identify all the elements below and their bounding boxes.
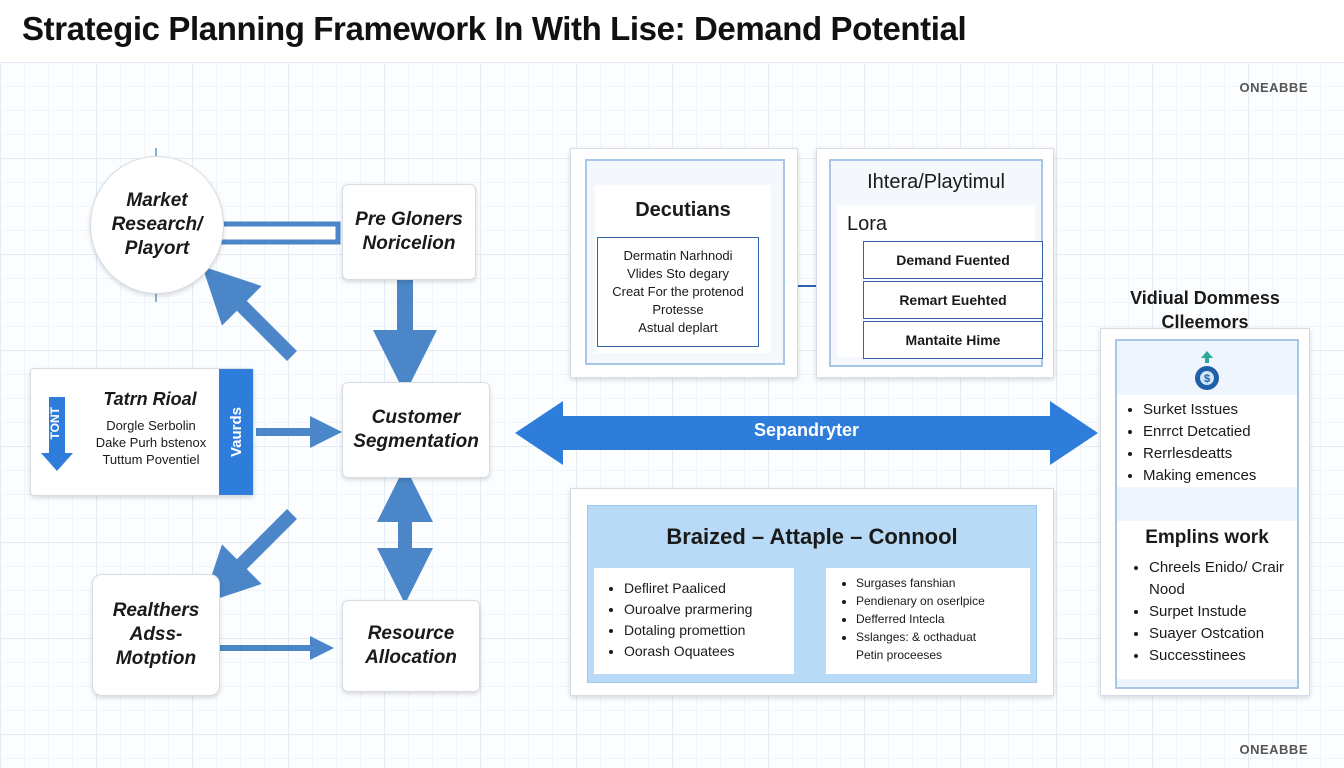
resource-allocation-node[interactable]: Resource Allocation [342,600,480,692]
right-bottom-item: Suayer Ostcation [1149,623,1297,645]
right-subheading: Emplins work [1145,527,1269,548]
decutians-panel[interactable]: Decutians Dermatin Narhnodi Vlides Sto d… [570,148,798,378]
page-title: Strategic Planning Framework In With Lis… [22,10,967,47]
right-heading: Vidiual Dommess Clleemors [1130,288,1280,332]
right-top-item: Surket Isstues [1143,399,1297,421]
right-panel[interactable]: $ Surket Isstues Enrrct Detcatied Rerrle… [1100,328,1310,696]
braized-left-item: Dotaling promettion [624,620,794,641]
arrow-to-research [202,266,297,361]
braized-left-item: Ouroalve prarmering [624,599,794,620]
svg-text:$: $ [1204,373,1210,385]
right-bottom-item: Surpet Instude [1149,601,1297,623]
braized-right-item: Sslanges: & octhaduat [856,628,1030,646]
ihtera-panel[interactable]: Ihtera/Playtimul Lora Demand Fuented Rem… [816,148,1054,378]
decutians-heading: Decutians [635,199,731,221]
pre-gloners-label: Pre Gloners Noricelion [355,209,463,254]
decutians-line: Protesse [652,302,704,317]
tatn-card[interactable]: TONT Tatrn Rioal Dorgle Serbolin Dake Pu… [30,368,254,496]
ihtera-row-3[interactable]: Mantaite Hime [863,321,1043,359]
customer-segmentation-node[interactable]: Customer Segmentation [342,382,490,478]
braized-right-item: Defferred Intecla [856,610,1030,628]
money-bag-icon: $ [1191,351,1223,391]
decutians-body: Dermatin Narhnodi Vlides Sto degary Crea… [597,237,759,347]
arrow-to-realthers [202,509,297,604]
right-top-item: Making emences [1143,465,1297,487]
tatn-line: Tuttum Poventiel [102,452,200,467]
braized-right-item: Surgases fanshian [856,574,1030,592]
right-top-list: Surket Isstues Enrrct Detcatied Rerrlesd… [1117,395,1297,487]
braized-right-list: Surgases fanshian Pendienary on oserlpic… [826,568,1030,674]
decutians-line: Creat For the protenod [612,284,744,299]
tatn-title: Tatrn Rioal [103,389,197,409]
right-top-item: Enrrct Detcatied [1143,421,1297,443]
tatn-line: Dorgle Serbolin [106,418,196,433]
ihtera-row-2[interactable]: Remart Euehted [863,281,1043,319]
right-bottom-item: Chreels Enido/ Crair Nood [1149,557,1297,601]
tatn-side-bar: Vaurds [219,369,253,495]
right-bottom-list: Chreels Enido/ Crair Nood Surpet Instude… [1117,557,1297,667]
ihtera-subheading: Lora [847,213,888,235]
right-top-item: Rerrlesdeatts [1143,443,1297,465]
tatn-side-label: Vaurds [227,406,245,458]
market-research-node[interactable]: Market Research/ Playort [90,156,224,294]
pre-gloners-node[interactable]: Pre Gloners Noricelion [342,184,476,280]
customer-segmentation-label: Customer Segmentation [353,407,479,452]
braized-left-item: Defliret Paaliced [624,578,794,599]
braized-heading: Braized – Attaple – Connool [666,524,958,549]
tatn-vertical-label: TONT [48,406,62,440]
braized-right-item: Pendienary on oserlpice [856,592,1030,610]
separator-label: Sepandryter [753,420,860,440]
braized-left-list: Defliret Paaliced Ouroalve prarmering Do… [594,568,794,674]
braized-left-item: Oorash Oquatees [624,641,794,662]
realthers-label: Realthers Adss- Motption [112,600,200,669]
tatn-lines: Dorgle Serbolin Dake Purh bstenox Tuttum… [83,417,219,468]
decutians-line: Vlides Sto degary [627,266,729,281]
realthers-node[interactable]: Realthers Adss- Motption [92,574,220,696]
ihtera-heading: Ihtera/Playtimul [867,171,1005,193]
decutians-line: Dermatin Narhnodi [623,248,733,263]
link-research-pregloners [217,221,341,245]
separator-arrow [515,401,1098,465]
decutians-line: Astual deplart [638,320,718,335]
ihtera-row-1[interactable]: Demand Fuented [863,241,1043,279]
brand-top: ONEABBE [1239,80,1308,95]
braized-right-item: Petin proceeses [856,648,943,662]
right-bottom-item: Successtinees [1149,645,1297,667]
tatn-down-arrow [35,397,79,471]
resource-allocation-label: Resource Allocation [365,623,457,668]
braized-panel[interactable]: Braized – Attaple – Connool Defliret Paa… [570,488,1054,696]
market-research-label: Market Research/ Playort [111,190,203,259]
brand-bottom: ONEABBE [1239,742,1308,757]
tatn-line: Dake Purh bstenox [95,435,207,450]
